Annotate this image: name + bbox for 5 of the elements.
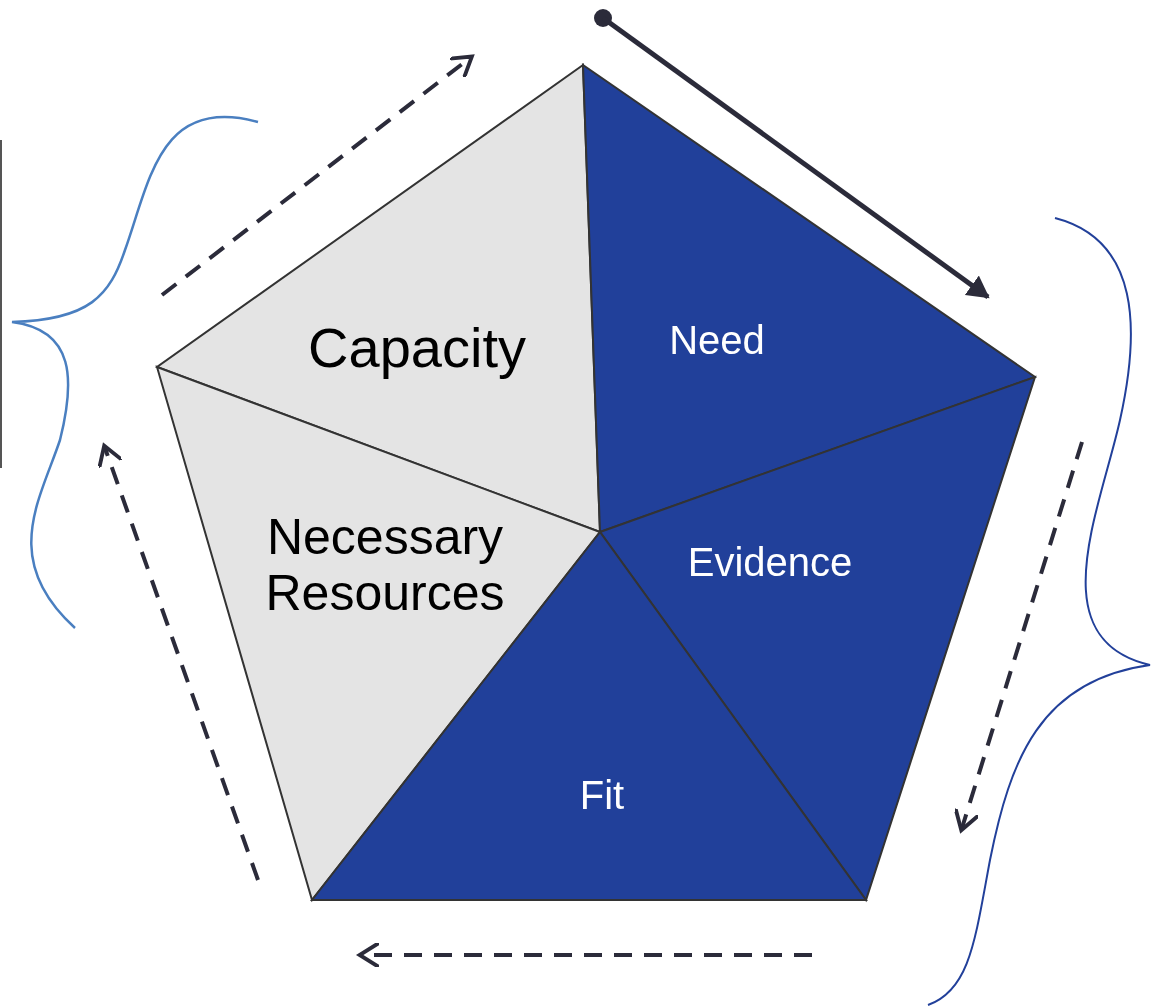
segment-label: Necessary Resources [264,509,506,621]
segment-label: Need [669,317,765,363]
segment-label: Fit [579,772,625,818]
segment-label: Evidence [687,539,853,585]
segment-label: Capacity [308,316,526,380]
